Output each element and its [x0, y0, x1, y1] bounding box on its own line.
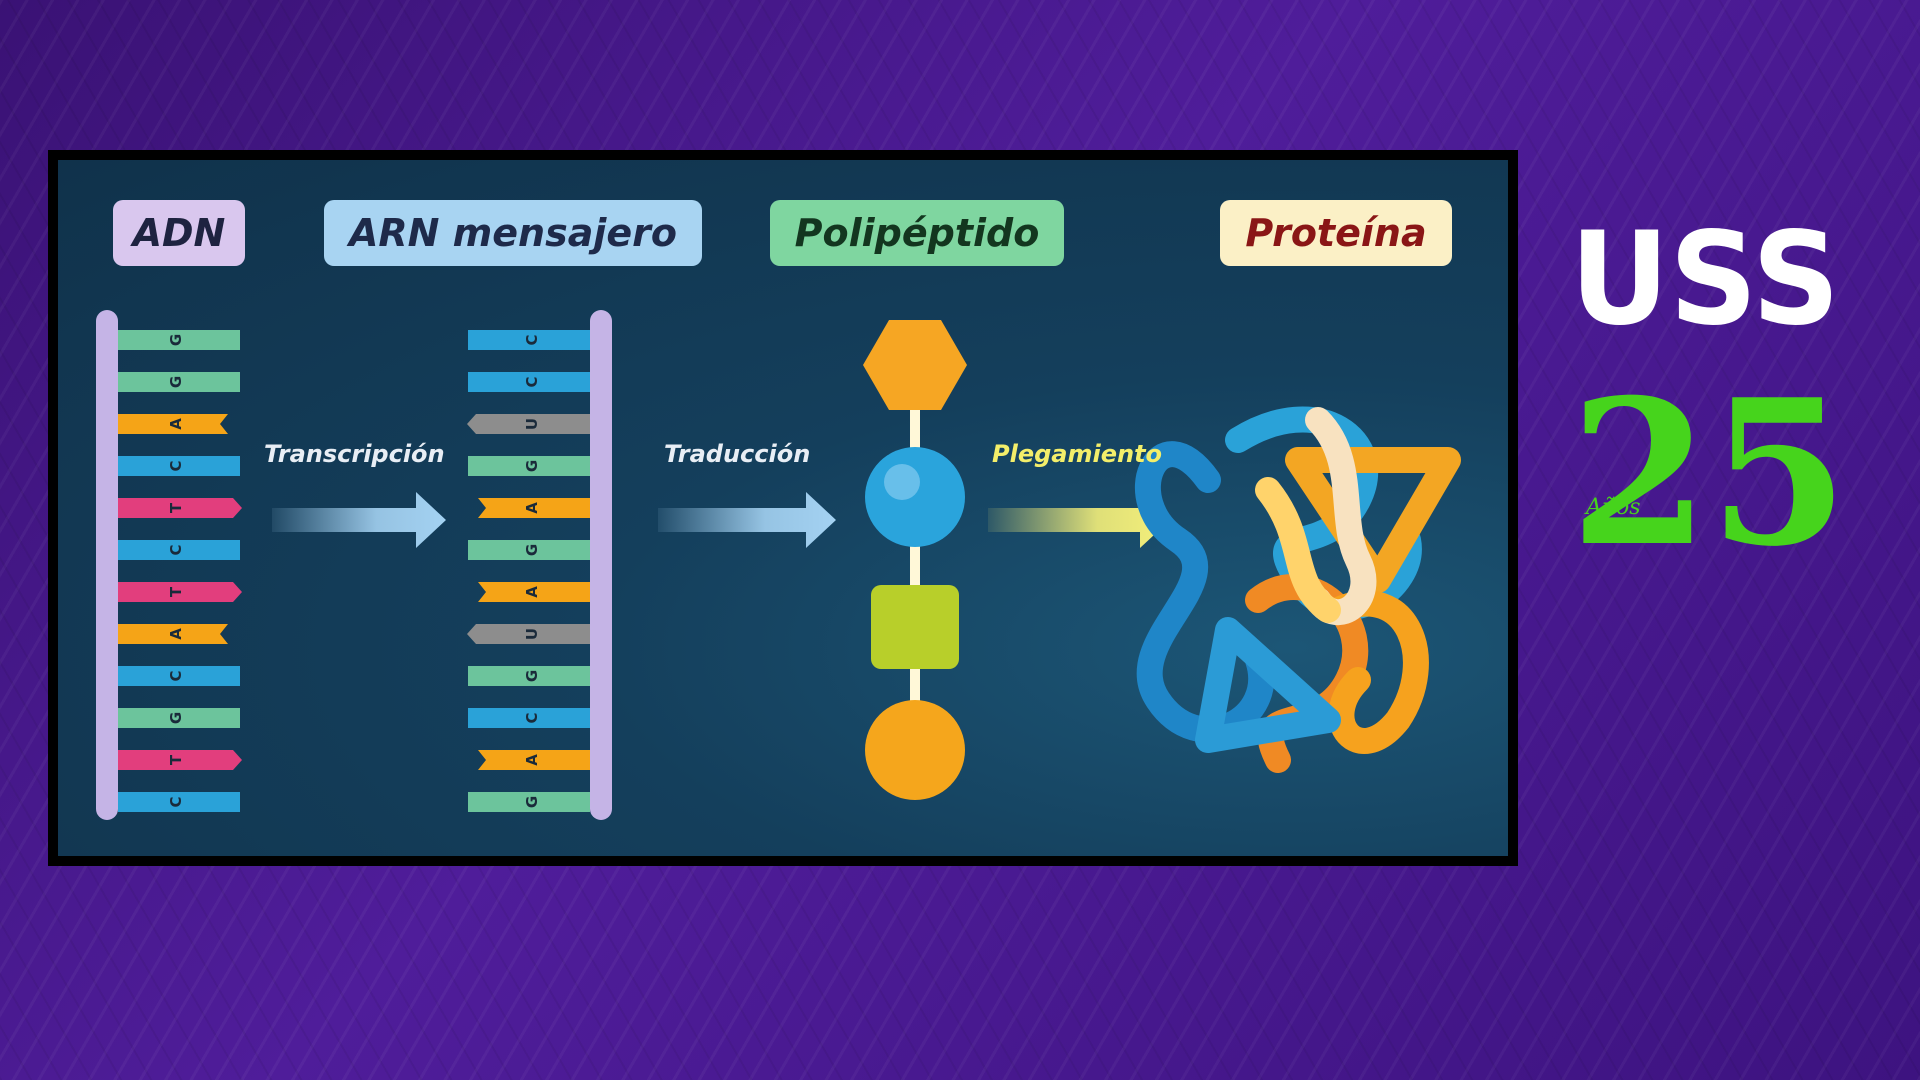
process-label-plegamiento: Plegamiento [992, 440, 1163, 468]
uss-25-anos-logo: USS 25 Años [1560, 205, 1860, 591]
rna-base-letter: C [523, 376, 541, 387]
rna-base-letter: A [523, 754, 541, 766]
dna-base-11 [118, 750, 242, 770]
rna-base-letter: A [523, 586, 541, 598]
dna-base-letter: G [167, 712, 185, 724]
dna-base-10 [118, 708, 240, 728]
rna-base-letter: A [523, 502, 541, 514]
arrow-transcripcion [272, 492, 446, 548]
dna-backbone [96, 310, 118, 820]
dna-base-letter: T [167, 754, 185, 765]
protein-loop-5 [1325, 590, 1429, 754]
rna-base-7 [478, 582, 590, 602]
logo-anniversary-word: Años [1584, 495, 1641, 520]
polypeptide-hexagon [863, 320, 967, 410]
slide-frame: G G A C T C T A C G T C C C U G A G A U G C A G ADN ARN mensaje… [48, 150, 1518, 866]
stage-label-arn-mensajero: ARN mensajero [324, 200, 702, 266]
dna-base-letter: C [167, 460, 185, 471]
dna-base-letter: G [167, 376, 185, 388]
dna-base-letter: C [167, 544, 185, 555]
rna-base-12 [468, 792, 590, 812]
rna-backbone [590, 310, 612, 820]
dna-base-letter: C [167, 670, 185, 681]
stage-label-adn: ADN [113, 200, 245, 266]
rna-base-8 [467, 624, 590, 644]
dna-base-5 [118, 498, 242, 518]
arrow-plegamiento [988, 492, 1170, 548]
polypeptide-sphere [865, 447, 965, 547]
dna-base-3 [118, 414, 228, 434]
dna-base-letter: A [167, 418, 185, 430]
rna-base-letter: G [523, 796, 541, 808]
rna-base-2 [468, 372, 590, 392]
polypeptide-square [871, 585, 959, 669]
arrow-traduccion [658, 492, 836, 548]
rna-base-letter: C [523, 712, 541, 723]
rna-base-5 [478, 498, 590, 518]
protein-loop-6 [1195, 617, 1341, 753]
dna-base-1 [118, 330, 240, 350]
rna-base-11 [478, 750, 590, 770]
process-label-traduccion: Traducción [664, 440, 811, 468]
logo-anniversary-number: 25 [1570, 356, 1848, 568]
dna-base-9 [118, 666, 240, 686]
polypeptide-circle [865, 700, 965, 800]
central-dogma-diagram: G G A C T C T A C G T C C C U G A G A U G C A G ADN ARN mensaje… [58, 160, 1508, 856]
stage-label-polipeptido: Polipéptido [770, 200, 1064, 266]
rna-base-letter: U [523, 628, 541, 640]
polypeptide-sphere-highlight [884, 464, 920, 500]
rna-base-6 [468, 540, 590, 560]
rna-base-letter: G [523, 670, 541, 682]
rna-base-3 [467, 414, 590, 434]
rna-base-letter: C [523, 334, 541, 345]
dna-base-4 [118, 456, 240, 476]
protein-loop-8 [1255, 477, 1341, 623]
logo-brand-text: USS [1570, 208, 1840, 354]
dna-base-letter: A [167, 628, 185, 640]
rna-base-9 [468, 666, 590, 686]
rna-base-letter: G [523, 544, 541, 556]
rna-base-10 [468, 708, 590, 728]
dna-base-letter: G [167, 334, 185, 346]
rna-base-letter: G [523, 460, 541, 472]
dna-base-7 [118, 582, 242, 602]
dna-base-letter: T [167, 502, 185, 513]
stage-label-proteina: Proteína [1220, 200, 1452, 266]
diagram-graphics: G G A C T C T A C G T C C C U G A G A U G C A G [96, 310, 1461, 820]
dna-base-12 [118, 792, 240, 812]
polypeptide-bond [910, 390, 920, 770]
dna-base-2 [118, 372, 240, 392]
dna-base-letter: C [167, 796, 185, 807]
rna-base-1 [468, 330, 590, 350]
dna-base-letter: T [167, 586, 185, 597]
dna-base-6 [118, 540, 240, 560]
process-label-transcripcion: Transcripción [264, 440, 445, 468]
rna-base-letter: U [523, 418, 541, 430]
dna-base-8 [118, 624, 228, 644]
rna-base-4 [468, 456, 590, 476]
